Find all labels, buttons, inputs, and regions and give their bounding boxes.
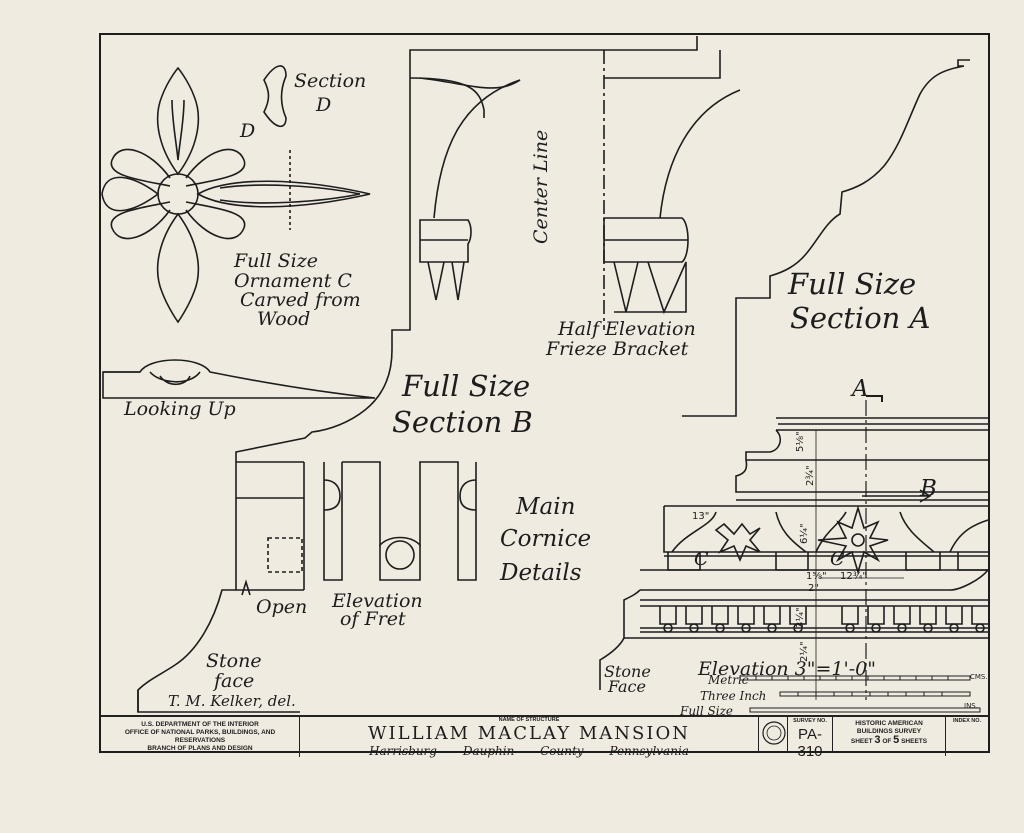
scale-full-size-label: Full Size (680, 704, 734, 718)
of-word: OF (882, 738, 892, 745)
dim-2: 2" (808, 583, 819, 594)
cornice-elevation-drawing (599, 395, 990, 700)
section-d-marker: D (240, 122, 255, 141)
seal-cell (759, 717, 788, 753)
scale-cms-label: CMS. (970, 673, 988, 681)
delineator-label: T. M. Kelker, del. (168, 692, 296, 710)
half-elevation-label: Half Elevation (558, 318, 696, 340)
dim-6-1-4: 6¼" (799, 523, 810, 544)
stone-face-left-1: Stone (206, 650, 262, 672)
section-d-letter: D (316, 96, 331, 115)
section-b-profile (137, 36, 698, 712)
sheets-word: SHEETS (901, 738, 928, 745)
dim-1-5-8: 1⅝" (806, 571, 827, 582)
habs-cell: HISTORIC AMERICAN BUILDINGS SURVEY SHEET… (833, 717, 946, 756)
sheet-border (99, 33, 990, 753)
section-b-label-1: Full Size (402, 369, 531, 403)
structure-location: Harrisburg Dauphin County Pennsylvania (300, 744, 758, 758)
ornament-label-3: Carved from (240, 289, 361, 311)
dim-13: 13" (692, 511, 710, 522)
ornament-label-1: Full Size (234, 250, 318, 272)
agency-line-2: OFFICE OF NATIONAL PARKS, BUILDINGS, AND… (124, 729, 276, 744)
ornament-label-4: Wood (257, 308, 311, 330)
survey-number: PA-310 (797, 726, 823, 760)
stone-face-left-2: face (214, 670, 255, 692)
section-a-label-1: Full Size (788, 267, 917, 301)
ornament-c-marker-2: C (830, 548, 845, 570)
fret-label-1: Elevation (332, 590, 423, 612)
agency-line-1: U.S. DEPARTMENT OF THE INTERIOR (141, 721, 259, 728)
agency-line-3: BRANCH OF PLANS AND DESIGN (147, 745, 253, 752)
agency-cell: U.S. DEPARTMENT OF THE INTERIOR OFFICE O… (101, 717, 300, 757)
dentil-row (659, 606, 988, 633)
fret-label-2: of Fret (340, 608, 406, 630)
scale-three-inch-label: Three Inch (700, 689, 767, 703)
scale-ins-label: INS. (964, 702, 978, 710)
sheet-total: 5 (893, 734, 900, 746)
name-of-structure-label: NAME OF STRUCTURE (498, 717, 560, 723)
scale-bars (739, 675, 981, 713)
sheet-word: SHEET (850, 738, 873, 745)
d-marker-text: D (240, 120, 256, 142)
open-label: Open (256, 596, 308, 618)
stone-face-right-1: Stone (604, 662, 651, 681)
index-cell: INDEX NO. (946, 717, 988, 753)
ornament-c-drawing (101, 65, 371, 324)
sheet-number: 3 (874, 734, 881, 746)
title-block: U.S. DEPARTMENT OF THE INTERIOR OFFICE O… (101, 715, 989, 760)
dim-3-1-4: 3¼" (795, 607, 806, 628)
cut-b-marker: B (920, 476, 937, 502)
section-d-label: Section (294, 72, 366, 91)
section-a-label-2: Section A (790, 301, 931, 335)
section-a-profile (682, 59, 970, 417)
section-d-line2: D (316, 94, 332, 116)
scale-metric-label: Metric (708, 673, 749, 687)
section-d-line1: Section (294, 70, 367, 92)
nps-seal (762, 721, 786, 745)
sheet-count: SHEET 3 OF 5 SHEETS (833, 734, 945, 746)
index-no-label: INDEX NO. (952, 718, 982, 724)
frieze-bracket-drawing (409, 50, 741, 330)
looking-up-drawing (102, 359, 376, 399)
main-label: Main (516, 494, 576, 520)
location-county: Dauphin County (462, 744, 584, 758)
elevation-title: Elevation 3"=1'-0" (698, 658, 876, 680)
center-line-label: Center Line (530, 129, 552, 244)
structure-name: WILLIAM MACLAY MANSION (368, 723, 690, 744)
location-city: Harrisburg (369, 744, 437, 758)
looking-up-label: Looking Up (124, 398, 236, 420)
location-state: Pennsylvania (609, 744, 689, 758)
survey-cell: SURVEY NO. PA-310 (788, 717, 833, 760)
ornament-label-2: Ornament C (234, 270, 352, 292)
cornice-label: Cornice (500, 526, 592, 552)
section-b-label-2: Section B (392, 405, 533, 439)
structure-cell: NAME OF STRUCTURE WILLIAM MACLAY MANSION… (300, 717, 759, 758)
fret-drawing (236, 461, 477, 596)
cut-a-marker: A (852, 376, 869, 402)
stone-face-right-2: Face (608, 677, 646, 696)
survey-no-label: SURVEY NO. (793, 718, 827, 724)
habs-line-1: HISTORIC AMERICAN (855, 720, 923, 727)
ornament-c-marker-1: C (694, 548, 709, 570)
details-label: Details (500, 560, 582, 586)
dim-5-1-8: 5⅛" (795, 431, 806, 452)
frieze-bracket-label: Frieze Bracket (546, 338, 689, 360)
dim-2-3-4: 2¾" (805, 465, 816, 486)
habs-line-2: BUILDINGS SURVEY (856, 728, 922, 735)
dim-12-3-4: 12¾" (840, 571, 868, 582)
